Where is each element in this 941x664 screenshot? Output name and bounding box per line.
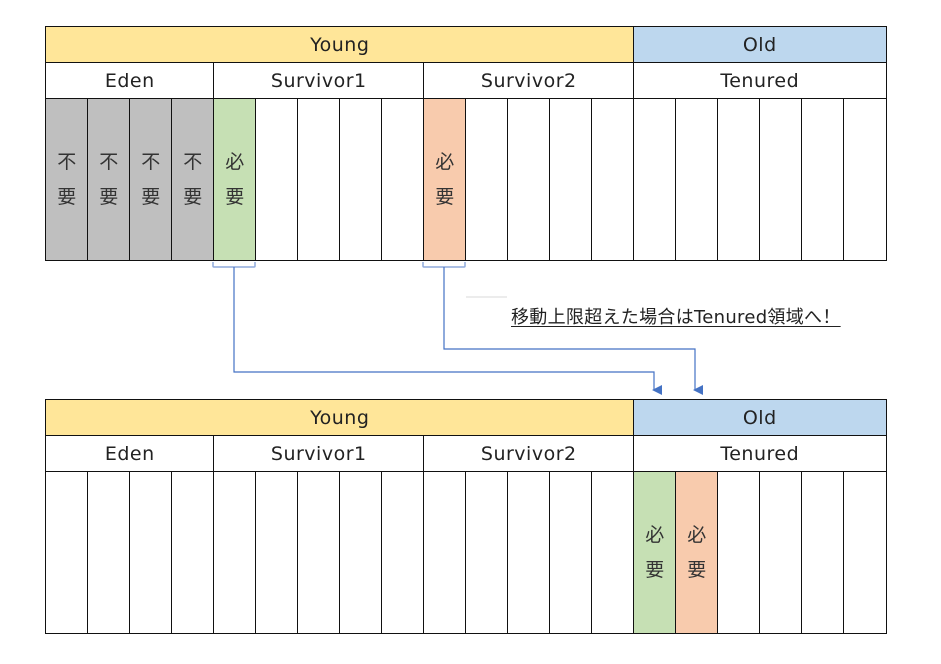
promotion-note: 移動上限超えた場合はTenured領域へ！	[511, 307, 841, 328]
memory-slots-before: 不要不要不要不要必要必要	[45, 98, 887, 261]
tenured-space-header: Tenured	[633, 435, 887, 473]
young-generation-header: Young	[45, 399, 635, 437]
slot-label-char: 不	[57, 150, 77, 173]
slot-label-char: 要	[99, 185, 119, 208]
garbage-object-slot: 不要	[45, 98, 89, 261]
slot-label-char: 要	[645, 558, 665, 581]
empty-slot	[297, 471, 341, 634]
empty-slot	[843, 471, 887, 634]
empty-slot	[381, 471, 425, 634]
eden-space-header: Eden	[45, 435, 215, 473]
empty-slot	[843, 98, 887, 261]
slot-label-char: 要	[225, 185, 245, 208]
slot-label-char: 要	[435, 185, 455, 208]
generation-row: Young Old	[45, 399, 887, 437]
empty-slot	[633, 98, 677, 261]
space-row: Eden Survivor1 Survivor2 Tenured	[45, 435, 887, 473]
empty-slot	[507, 471, 551, 634]
empty-slot	[255, 471, 299, 634]
empty-slot	[45, 471, 89, 634]
live-object-slot: 必要	[633, 471, 677, 634]
garbage-object-slot: 不要	[87, 98, 131, 261]
arrow-survivor2-to-tenured	[443, 267, 703, 395]
survivor2-space-header: Survivor2	[423, 62, 635, 100]
empty-slot	[549, 98, 593, 261]
bracket-survivor1-object	[212, 262, 256, 268]
memory-slots-after: 必要必要	[45, 471, 887, 634]
tenured-space-header: Tenured	[633, 62, 887, 100]
slot-label-char: 必	[645, 523, 665, 546]
young-generation-header: Young	[45, 26, 635, 64]
slot-label-char: 必	[687, 523, 707, 546]
garbage-object-slot: 不要	[171, 98, 215, 261]
live-object-slot: 必要	[423, 98, 467, 261]
slot-label-char: 不	[99, 150, 119, 173]
empty-slot	[675, 98, 719, 261]
empty-slot	[339, 98, 383, 261]
empty-slot	[423, 471, 467, 634]
empty-slot	[171, 471, 215, 634]
garbage-object-slot: 不要	[129, 98, 173, 261]
space-row: Eden Survivor1 Survivor2 Tenured	[45, 62, 887, 100]
empty-slot	[591, 471, 635, 634]
empty-slot	[507, 98, 551, 261]
survivor2-space-header: Survivor2	[423, 435, 635, 473]
heap-before: Young Old Eden Survivor1 Survivor2 Tenur…	[45, 26, 887, 261]
slot-label-char: 不	[183, 150, 203, 173]
generation-row: Young Old	[45, 26, 887, 64]
old-generation-header: Old	[633, 399, 887, 437]
empty-slot	[801, 471, 845, 634]
slot-label-char: 必	[225, 150, 245, 173]
survivor1-space-header: Survivor1	[213, 435, 425, 473]
empty-slot	[717, 471, 761, 634]
live-object-slot: 必要	[675, 471, 719, 634]
empty-slot	[717, 98, 761, 261]
slot-label-char: 要	[57, 185, 77, 208]
empty-slot	[759, 98, 803, 261]
empty-slot	[297, 98, 341, 261]
slot-label-char: 不	[141, 150, 161, 173]
empty-slot	[129, 471, 173, 634]
empty-slot	[465, 471, 509, 634]
empty-slot	[213, 471, 257, 634]
bracket-survivor2-object	[422, 262, 466, 268]
slot-label-char: 要	[183, 185, 203, 208]
empty-slot	[87, 471, 131, 634]
empty-slot	[339, 471, 383, 634]
slot-label-char: 要	[687, 558, 707, 581]
slot-label-char: 要	[141, 185, 161, 208]
empty-slot	[759, 471, 803, 634]
empty-slot	[549, 471, 593, 634]
eden-space-header: Eden	[45, 62, 215, 100]
heap-after: Young Old Eden Survivor1 Survivor2 Tenur…	[45, 399, 887, 634]
arrow-survivor1-to-tenured	[233, 267, 662, 395]
slot-label-char: 必	[435, 150, 455, 173]
